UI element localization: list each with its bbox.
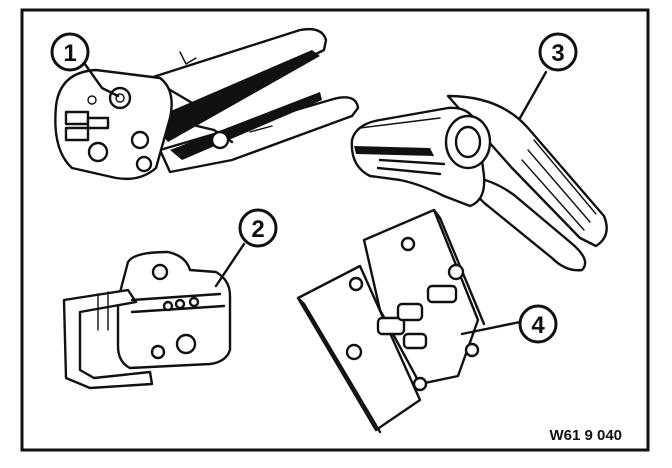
callout-3-label: 3 xyxy=(551,40,564,67)
callout-2: 2 xyxy=(238,208,278,248)
callout-4-label: 4 xyxy=(531,312,545,339)
figure-reference-code: W61 9 040 xyxy=(549,427,622,444)
leader-4 xyxy=(460,320,522,336)
callout-1-label: 1 xyxy=(63,40,76,67)
part-2-die-insert xyxy=(62,250,232,390)
part-4-die-plates xyxy=(296,208,486,434)
callout-1: 1 xyxy=(50,32,90,72)
callout-3: 3 xyxy=(538,32,578,72)
leader-3 xyxy=(518,70,548,120)
leader-1 xyxy=(80,58,120,98)
leader-2 xyxy=(214,242,246,288)
tool-1-crimping-pliers xyxy=(54,27,360,181)
callout-2-label: 2 xyxy=(251,216,264,243)
callout-4: 4 xyxy=(518,304,558,344)
tool-3-wire-stripper xyxy=(350,94,608,272)
